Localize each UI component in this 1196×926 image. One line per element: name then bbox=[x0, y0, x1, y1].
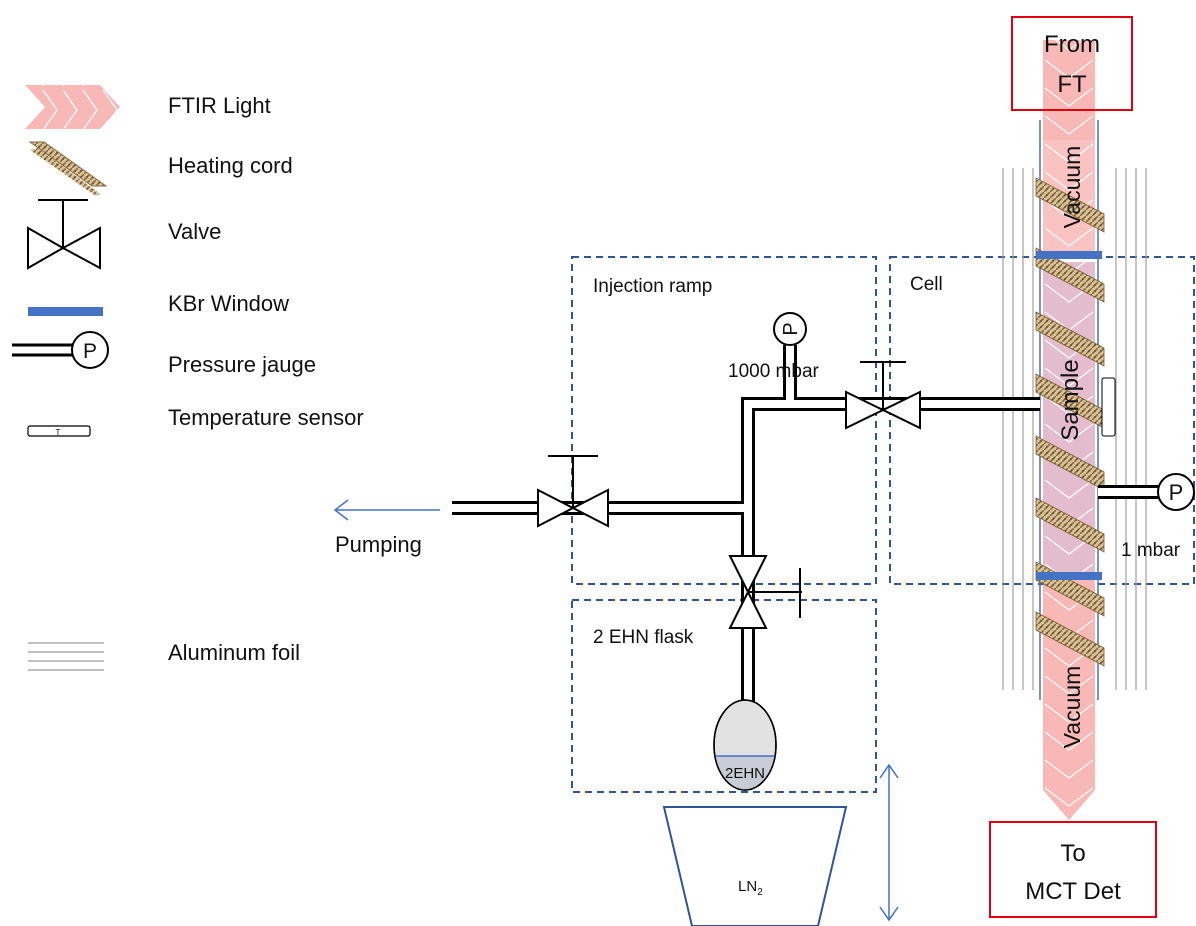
kbr-window-bottom bbox=[1036, 572, 1102, 580]
source-label-line1: From bbox=[1044, 31, 1100, 58]
detector-label-line1: To bbox=[1060, 840, 1085, 867]
dewar-move-arrow bbox=[879, 763, 899, 922]
pumping-valve bbox=[537, 455, 609, 528]
legend-label-heating-cord: Heating cord bbox=[168, 153, 293, 178]
cell-region bbox=[889, 256, 1195, 585]
aluminum-foil-wrap bbox=[1002, 168, 1147, 690]
legend-label-pressure-gauge: Pressure jauge bbox=[168, 352, 316, 377]
legend-temperature-symbol: T bbox=[56, 428, 61, 437]
legend-label-kbr-window: KBr Window bbox=[168, 291, 289, 316]
flask-valve bbox=[728, 555, 802, 629]
legend-pressure-gauge-icon: P bbox=[12, 331, 109, 369]
cell-pressure-value: 1 mbar bbox=[1121, 540, 1181, 561]
kbr-window-top bbox=[1036, 251, 1102, 259]
cell-pressure-gauge: P bbox=[1157, 473, 1195, 511]
legend-label-ftir-light: FTIR Light bbox=[168, 93, 271, 118]
legend-aluminum-foil-icon bbox=[28, 642, 104, 671]
legend-ftir-light-icon bbox=[25, 85, 120, 129]
cell-label: Cell bbox=[910, 274, 943, 295]
legend: FTIR Light Heating cord Valve KBr Window… bbox=[12, 85, 364, 671]
cell-pressure-symbol: P bbox=[1169, 480, 1184, 505]
injection-pressure-value: 1000 mbar bbox=[728, 361, 820, 382]
legend-temperature-sensor-icon: T bbox=[27, 425, 91, 437]
legend-label-aluminum-foil: Aluminum foil bbox=[168, 640, 300, 665]
flask-label: 2 EHN flask bbox=[593, 627, 694, 648]
source-box bbox=[1011, 16, 1133, 111]
injection-ramp-region bbox=[571, 256, 877, 585]
vacuum-top-label: Vacuum bbox=[1059, 146, 1085, 229]
flask-content-label: 2EHN bbox=[725, 765, 765, 782]
injection-ramp-label: Injection ramp bbox=[593, 276, 712, 297]
vacuum-bottom-label: Vacuum bbox=[1059, 666, 1085, 749]
legend-label-temperature-sensor: Temperature sensor bbox=[168, 405, 364, 430]
legend-label-valve: Valve bbox=[168, 219, 221, 244]
detector-box bbox=[989, 821, 1157, 918]
coolant-label: LN2 bbox=[738, 878, 763, 898]
pumping-label: Pumping bbox=[335, 532, 422, 557]
cell-temperature-sensor bbox=[1101, 377, 1116, 437]
legend-valve-icon bbox=[27, 199, 101, 270]
ln2-dewar bbox=[662, 806, 848, 926]
legend-kbr-window-icon bbox=[28, 307, 103, 316]
cell-inlet-valve bbox=[845, 361, 921, 430]
legend-pressure-symbol: P bbox=[83, 340, 97, 363]
detector-label-line2: MCT Det bbox=[1025, 878, 1121, 905]
legend-heating-cord-icon bbox=[28, 141, 108, 196]
injection-pressure-gauge: P bbox=[773, 312, 807, 346]
sample-label: Sample bbox=[1057, 359, 1084, 440]
pumping-arrow bbox=[333, 499, 440, 521]
source-label-line2: FT bbox=[1057, 71, 1087, 98]
injection-pressure-symbol: P bbox=[780, 322, 802, 335]
flask-region bbox=[571, 599, 877, 793]
